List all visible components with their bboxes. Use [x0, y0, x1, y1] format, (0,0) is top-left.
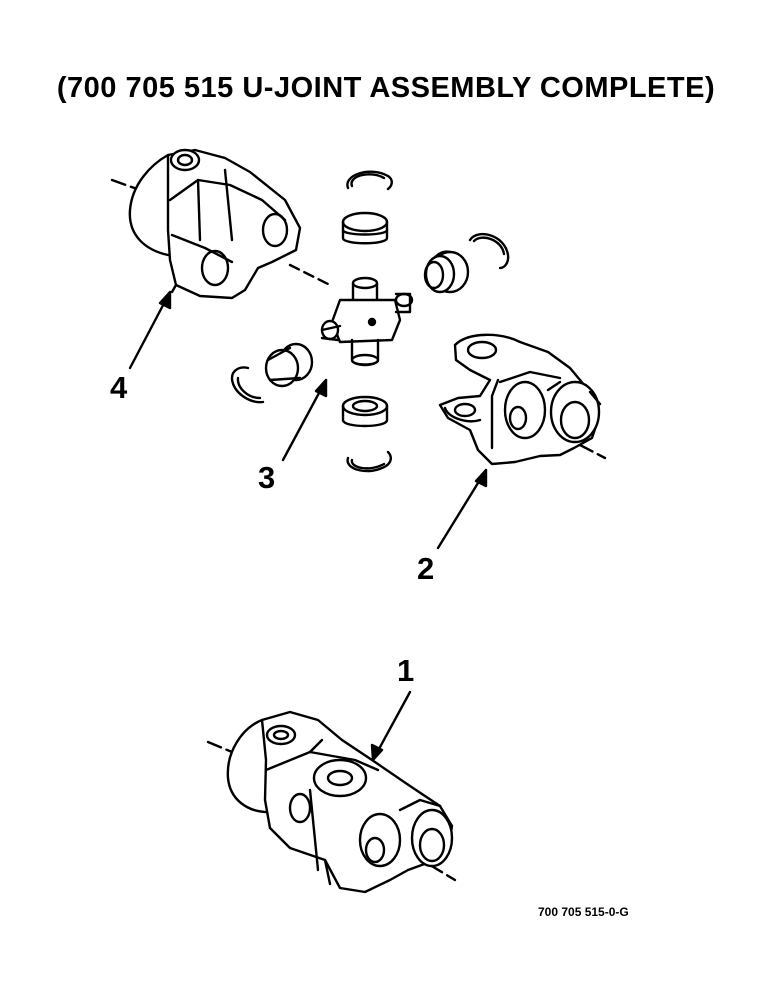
axis-line-mid — [288, 263, 332, 287]
bearing-cup-left — [264, 342, 314, 388]
yoke-left — [128, 148, 302, 300]
axis-line-assembly-right — [428, 863, 457, 882]
snap-ring-bottom — [346, 450, 392, 473]
leader-arrow-4 — [128, 290, 172, 370]
figure-reference-code: 700 705 515-0-G — [538, 905, 629, 919]
bearing-cup-right — [423, 250, 470, 294]
leader-arrow-3 — [281, 378, 328, 462]
axis-line-assembly-left — [206, 740, 234, 754]
axis-line-right — [578, 443, 607, 460]
snap-ring-top — [346, 170, 393, 191]
callout-number-2: 2 — [417, 551, 435, 586]
yoke-right — [438, 333, 602, 466]
callout-number-4: 4 — [110, 370, 128, 405]
diagram-title: (700 705 515 U-JOINT ASSEMBLY COMPLETE) — [56, 72, 716, 104]
callout-number-1: 1 — [397, 653, 415, 688]
u-joint-assembly-complete — [206, 710, 457, 894]
spider-cross — [320, 276, 414, 367]
bearing-cup-bottom — [341, 395, 389, 428]
leader-arrow-2 — [436, 468, 488, 550]
callout-number-3: 3 — [258, 460, 276, 495]
snap-ring-left — [230, 366, 265, 404]
bearing-cup-top — [341, 211, 389, 245]
cross-and-bearing — [230, 170, 510, 473]
snap-ring-right — [468, 233, 510, 270]
leader-arrow-1 — [370, 690, 412, 762]
